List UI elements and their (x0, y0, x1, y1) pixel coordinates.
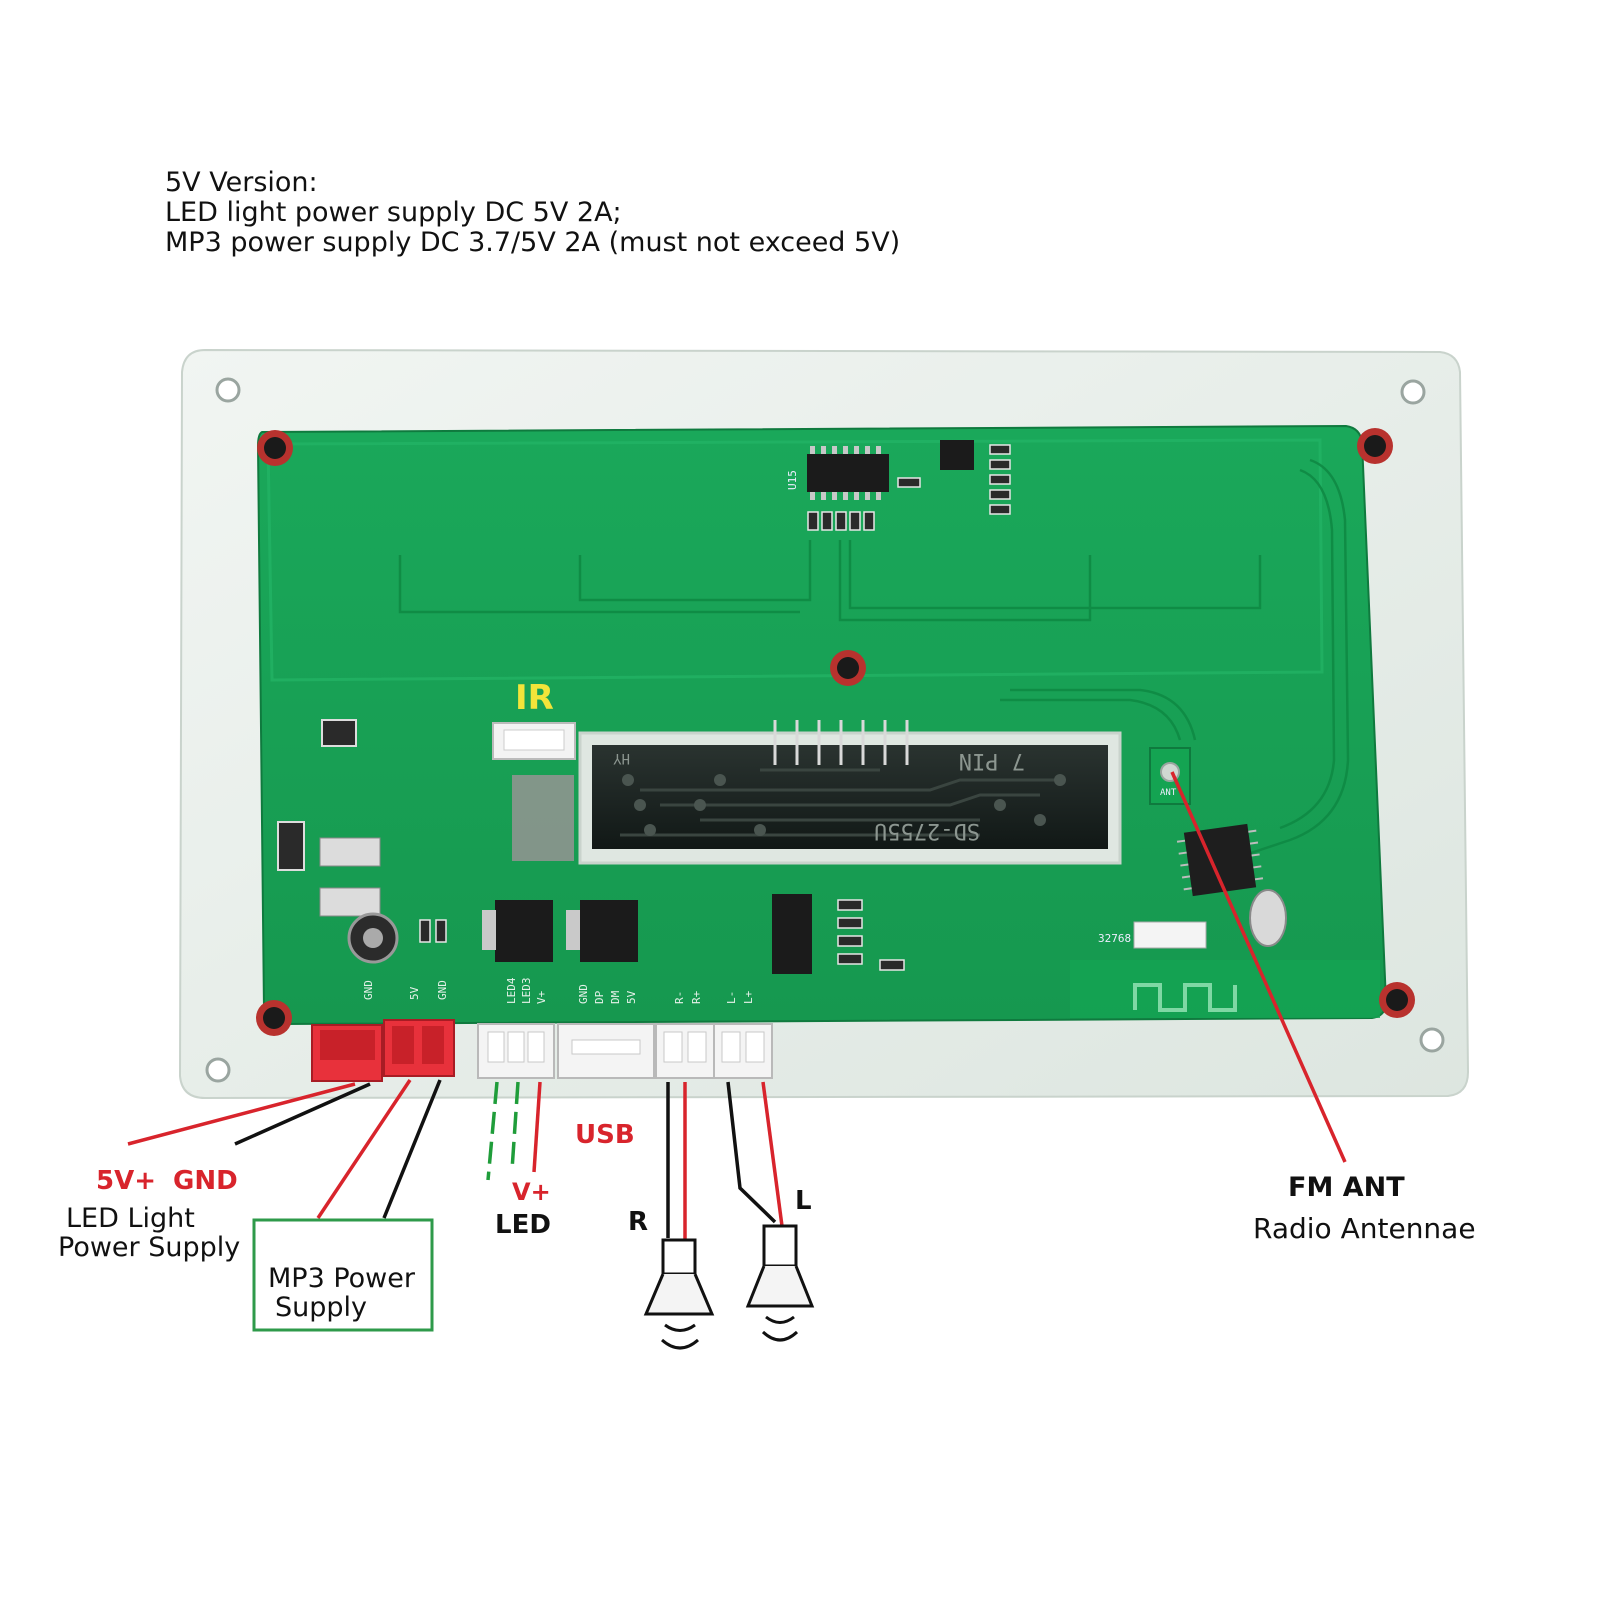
plate-hole (215, 377, 241, 403)
wire-vplus (532, 1081, 542, 1173)
regulator-2 (580, 900, 638, 962)
speaker-l (745, 1224, 815, 1342)
header-line-1: 5V Version: (165, 167, 318, 198)
wire-led3 (510, 1081, 520, 1171)
label-usb: USB (575, 1120, 635, 1150)
pin-label: GND (577, 984, 590, 1004)
antenna-pad-label: ANT (1160, 788, 1177, 798)
crystal-label: 32768 (1098, 932, 1131, 945)
label-gnd: GND (173, 1166, 238, 1196)
label-led: LED (495, 1210, 551, 1240)
mp3-power-box (252, 1218, 434, 1332)
pin-label: 5V (625, 990, 638, 1004)
pin-label: R+ (690, 990, 703, 1004)
regulator-top (940, 440, 974, 470)
label-mp3-1: MP3 Power (268, 1263, 415, 1294)
pin-label: DP (593, 990, 606, 1004)
pin-label: 5V (408, 986, 421, 1000)
wire-l-plus (761, 1081, 784, 1227)
label-led-light-1: LED Light (66, 1203, 195, 1234)
label-fm-ant: FM ANT (1288, 1172, 1405, 1203)
plate-hole (205, 1057, 231, 1083)
standoff-group (256, 428, 1415, 1036)
wires (127, 771, 1347, 1240)
pin-label: LED4 (505, 977, 518, 1004)
header-notes: 5V Version: LED light power supply DC 5V… (165, 168, 900, 258)
label-mp3-2: Supply (275, 1292, 368, 1323)
label-radio-antennae: Radio Antennae (1253, 1212, 1476, 1245)
pcb-antenna-trace (1133, 983, 1237, 1012)
wire-gnd-led (234, 1082, 371, 1146)
pin-label: V+ (535, 990, 548, 1004)
module-32768 (1133, 921, 1207, 949)
wire-fm-ant (1170, 771, 1347, 1163)
label-r: R (628, 1207, 649, 1237)
pin-label: GND (436, 980, 449, 1000)
pin-label: R- (673, 991, 686, 1004)
display-pin-label: 7 PIN (959, 748, 1025, 773)
wire-l-minus (726, 1081, 777, 1224)
label-l: L (795, 1186, 812, 1216)
label-v-plus: V+ (512, 1178, 551, 1206)
wire-5v-mp3 (316, 1079, 412, 1219)
label-led-light-2: Power Supply (58, 1232, 241, 1263)
pin-label: LED3 (520, 978, 533, 1005)
pin-label: DM (609, 990, 622, 1004)
wire-led4 (486, 1081, 499, 1181)
amp-chip (772, 894, 812, 974)
label-5v-plus: 5V+ (96, 1166, 156, 1196)
inductor (319, 837, 381, 867)
pin-label: L+ (742, 990, 755, 1004)
header-line-3: MP3 power supply DC 3.7/5V 2A (must not … (165, 227, 901, 258)
ir-module (512, 775, 574, 861)
display-mark: HY (613, 750, 630, 766)
qfp-chip (1183, 823, 1257, 897)
plate-hole (1419, 1027, 1445, 1053)
crystal (1249, 889, 1287, 947)
chip-u15-label: U15 (786, 470, 799, 490)
pin-label: L- (725, 991, 738, 1004)
chip-u15 (807, 454, 889, 492)
regulator-1 (495, 900, 553, 962)
wire-5v-led (127, 1082, 356, 1146)
pin-label: GND (362, 980, 375, 1000)
display-model-label: SD-2755U (874, 818, 980, 843)
wire-gnd-mp3 (382, 1079, 442, 1219)
header-line-2: LED light power supply DC 5V 2A; (165, 197, 622, 228)
ir-label: IR (515, 678, 554, 718)
plate-hole (1400, 379, 1426, 405)
speaker-r (643, 1238, 715, 1350)
